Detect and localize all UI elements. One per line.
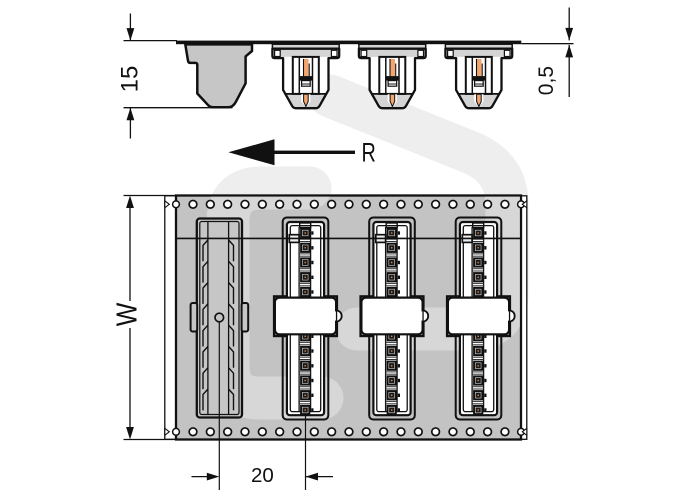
svg-text:20: 20 [251,464,274,487]
svg-text:R: R [362,138,376,167]
svg-text:0,5: 0,5 [535,66,558,95]
svg-text:W: W [111,302,143,326]
svg-text:15: 15 [117,66,144,93]
